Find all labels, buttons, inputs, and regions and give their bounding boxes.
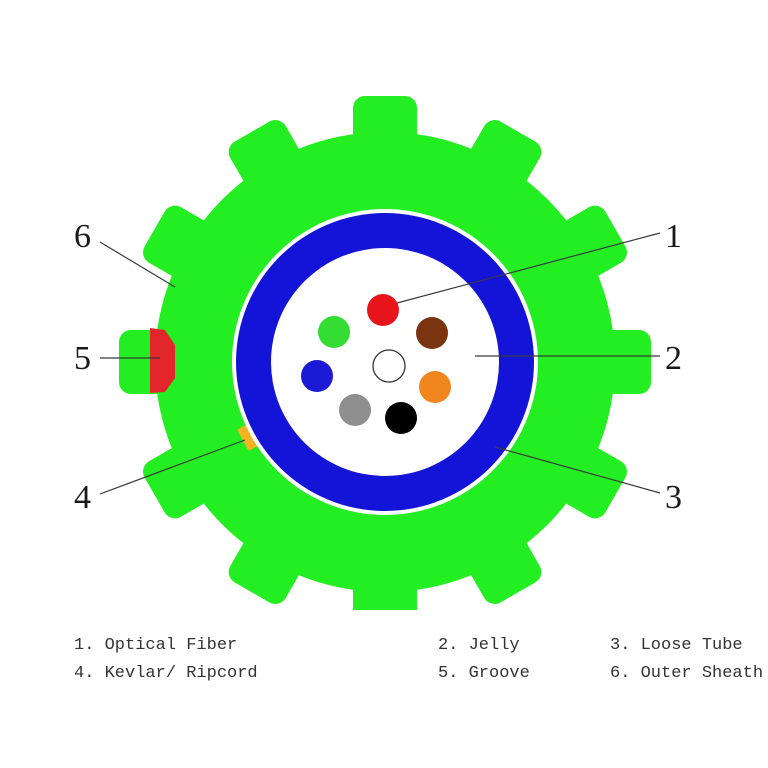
optical-fiber-blue bbox=[301, 360, 333, 392]
leader-line-4 bbox=[99, 439, 246, 495]
callout-number-5: 5 bbox=[74, 340, 91, 377]
callout-number-4: 4 bbox=[74, 479, 91, 516]
optical-fiber-brown bbox=[416, 317, 448, 349]
callout-number-3: 3 bbox=[665, 479, 682, 516]
optical-fiber-gray bbox=[339, 394, 371, 426]
optical-fiber-orange bbox=[419, 371, 451, 403]
optical-fibers bbox=[301, 294, 451, 434]
legend: 1. Optical Fiber 2. Jelly 3. Loose Tube … bbox=[0, 630, 768, 700]
leader-line-6 bbox=[99, 241, 176, 288]
callout-number-6: 6 bbox=[74, 218, 91, 255]
legend-item-loose-tube: 3. Loose Tube bbox=[610, 636, 743, 655]
kevlar-ripcord bbox=[237, 423, 261, 451]
leader-line-1 bbox=[396, 232, 661, 304]
groove bbox=[150, 328, 175, 393]
optical-fiber-black bbox=[385, 402, 417, 434]
legend-item-optical-fiber: 1. Optical Fiber bbox=[74, 636, 238, 655]
optical-fiber-green bbox=[318, 316, 350, 348]
optical-fiber-center bbox=[372, 349, 406, 383]
legend-item-groove: 5. Groove bbox=[438, 664, 530, 683]
legend-item-kevlar-ripcord: 4. Kevlar/ Ripcord bbox=[74, 664, 258, 683]
legend-item-jelly: 2. Jelly bbox=[438, 636, 520, 655]
callout-number-2: 2 bbox=[665, 340, 682, 377]
leader-line-3 bbox=[494, 446, 661, 494]
legend-item-outer-sheath: 6. Outer Sheath bbox=[610, 664, 764, 683]
cable-cross-section-diagram: 1 2 3 4 5 6 bbox=[74, 96, 682, 610]
optical-fiber-red bbox=[367, 294, 399, 326]
callout-number-1: 1 bbox=[665, 218, 682, 255]
